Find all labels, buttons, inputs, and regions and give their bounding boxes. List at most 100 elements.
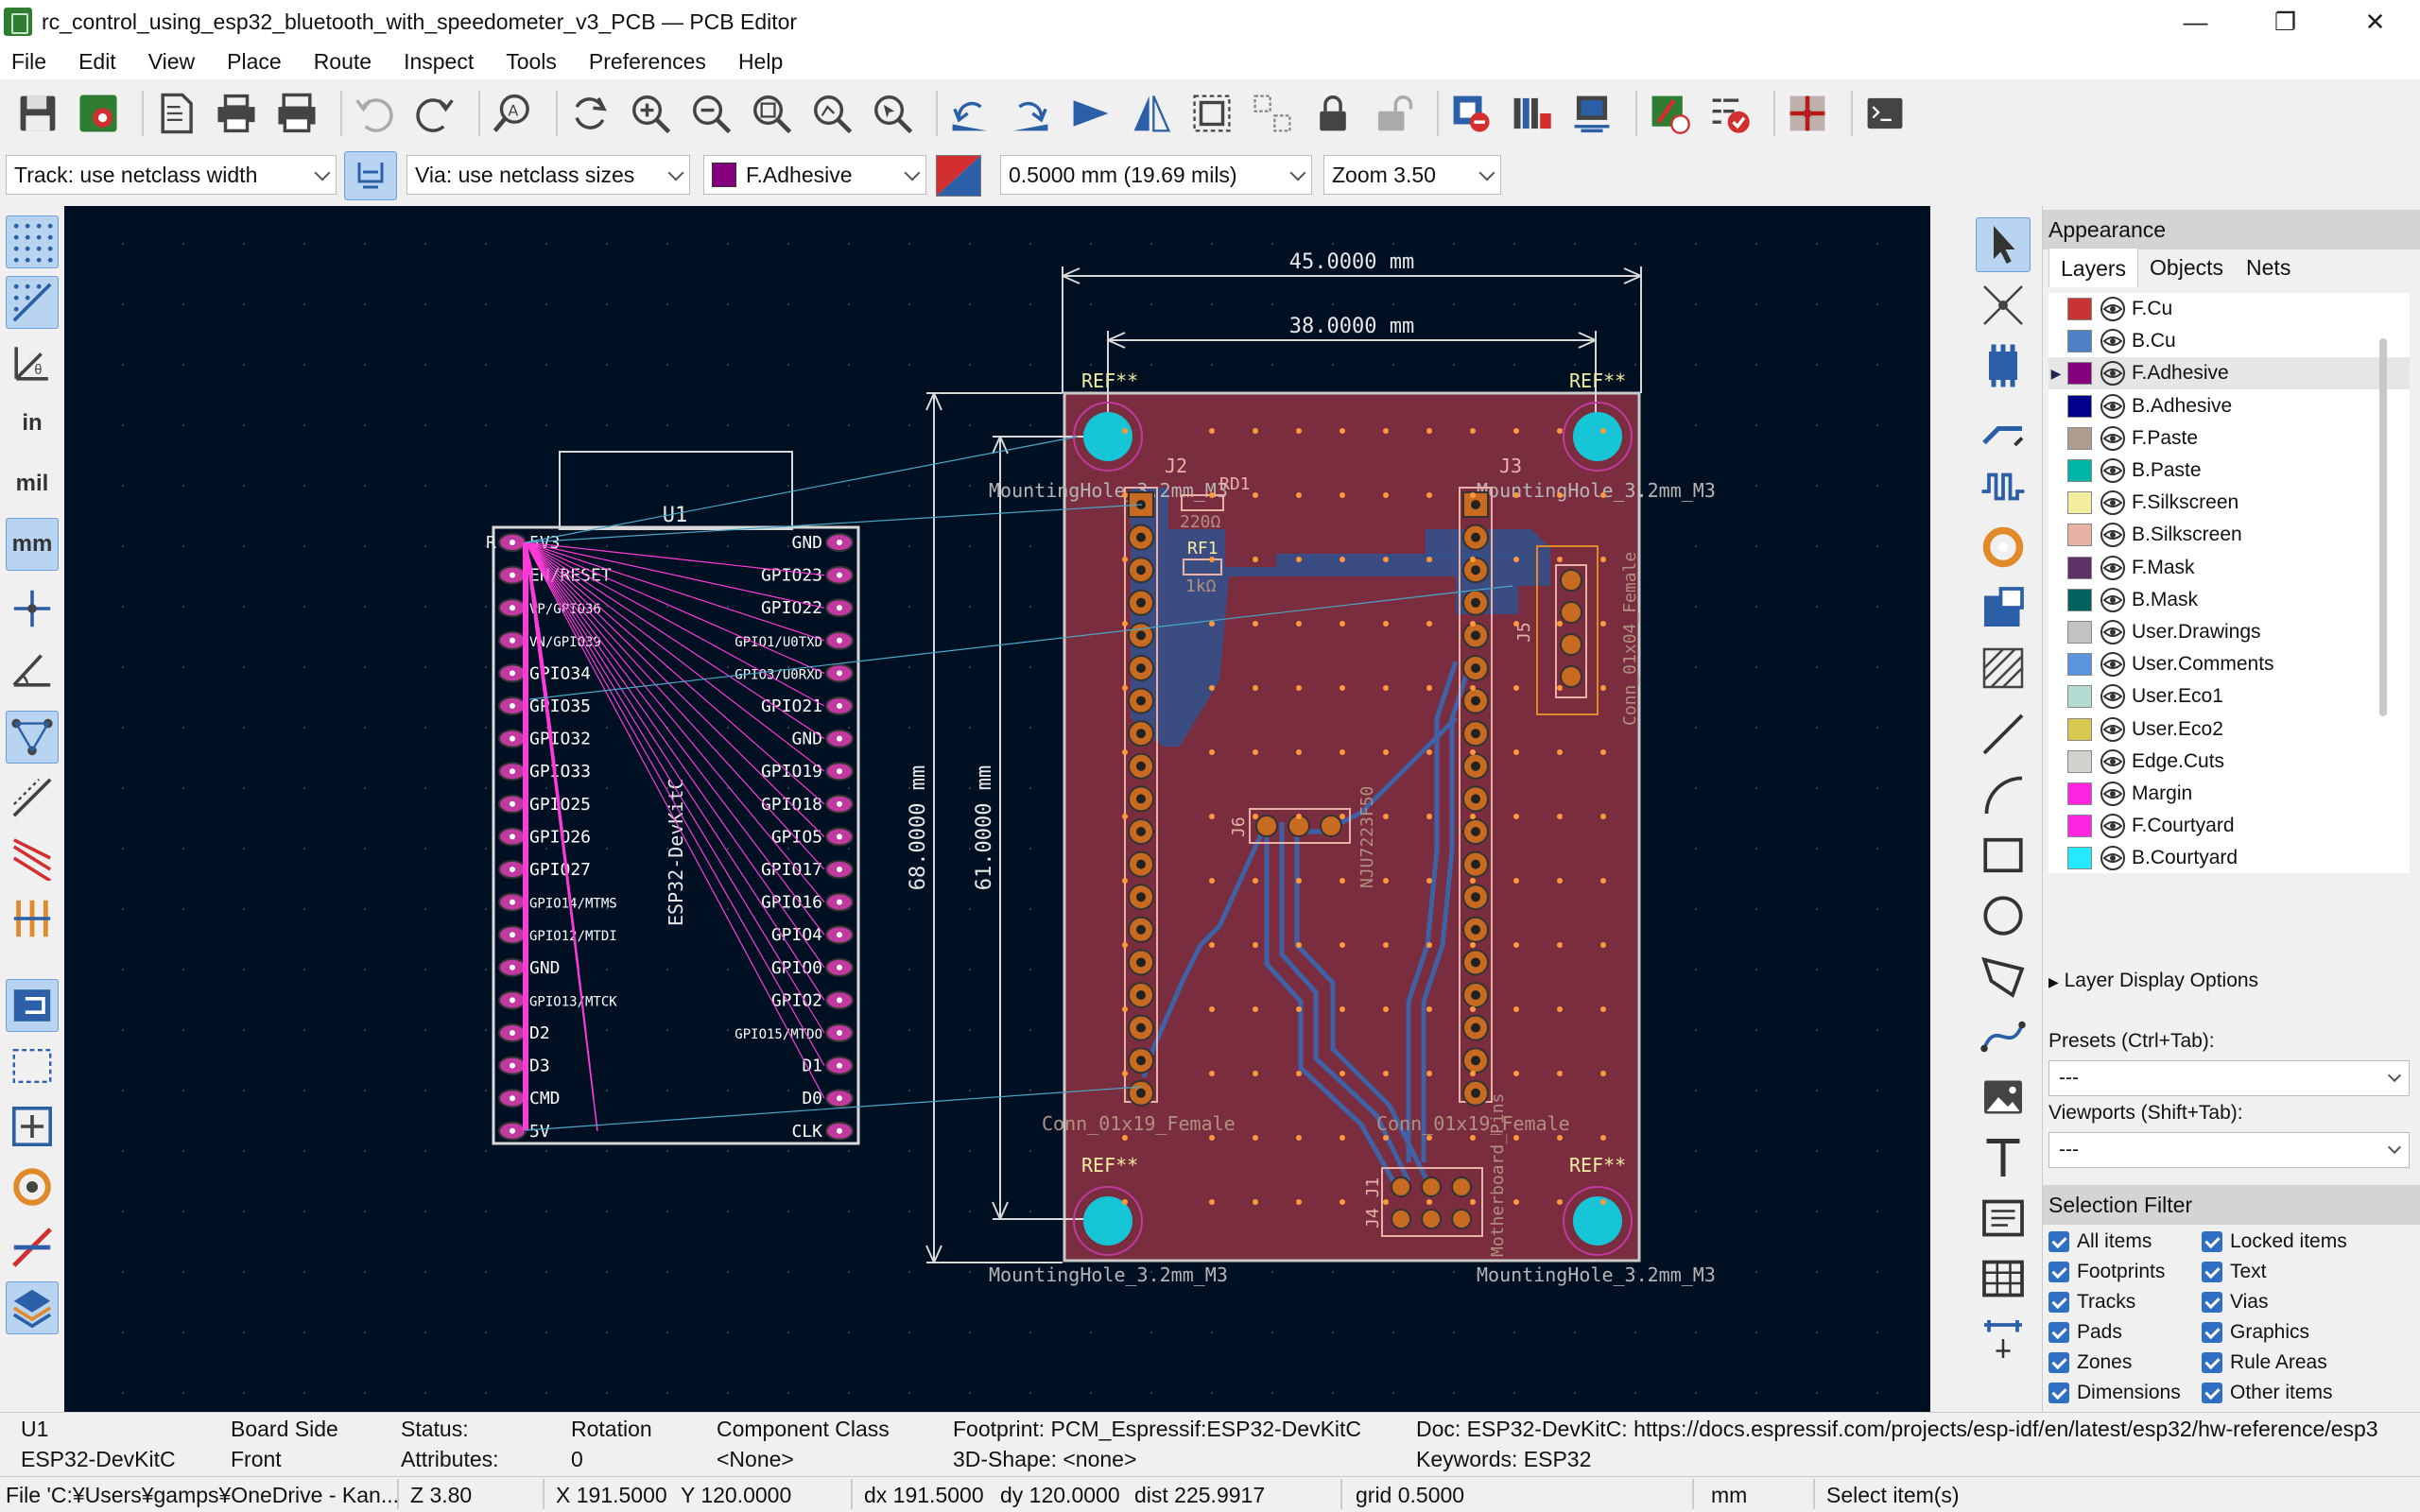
j5-outline[interactable] [1536,545,1599,715]
zoom-selection-icon[interactable] [868,89,917,138]
group-icon[interactable] [1187,89,1236,138]
j6-outline[interactable] [1249,808,1351,844]
layer-color-swatch[interactable] [2067,298,2092,320]
units-mils-button[interactable]: mil [6,457,59,510]
viewports-select[interactable]: --- [2048,1132,2410,1168]
layer-row[interactable]: B.Silkscreen [2048,519,2410,551]
eye-icon[interactable] [2100,716,2126,743]
show-tracks-icon[interactable] [6,892,59,945]
menu-help[interactable]: Help [737,48,784,74]
lock-icon[interactable] [1308,89,1357,138]
menu-tools[interactable]: Tools [506,48,557,74]
dimension-61-label[interactable]: 61.0000 mm [973,765,996,890]
interactive-router-icon[interactable] [1783,89,1832,138]
layer-row[interactable]: B.Adhesive [2048,390,2410,422]
eye-icon[interactable] [2100,296,2126,322]
save-icon[interactable] [13,89,62,138]
tab-nets[interactable]: Nets [2246,255,2291,280]
grid-overrides-icon[interactable] [6,276,59,329]
draw-circle-icon[interactable] [1976,888,2031,943]
find-icon[interactable]: A [488,89,537,138]
via-display-icon[interactable] [6,1160,59,1213]
mirror-vertical-icon[interactable] [1127,89,1176,138]
layer-color-swatch[interactable] [2067,394,2092,418]
filter-footprints[interactable]: Footprints [2048,1261,2165,1283]
via-size-select[interactable]: Via: use netclass sizes [406,155,690,195]
board-setup-icon[interactable] [74,89,123,138]
redo-icon[interactable] [410,89,459,138]
ungroup-icon[interactable] [1248,89,1297,138]
undo-icon[interactable] [350,89,399,138]
update-pcb-icon[interactable] [1446,89,1495,138]
eye-icon[interactable] [2100,360,2126,387]
layer-row[interactable]: F.Paste [2048,422,2410,455]
layer-color-swatch[interactable] [2067,426,2092,450]
angle-constraint-icon[interactable] [6,643,59,696]
filter-graphics[interactable]: Graphics [2202,1321,2309,1344]
layer-color-swatch[interactable] [2067,685,2092,709]
zoom-fit-icon[interactable] [747,89,796,138]
page-settings-icon[interactable] [151,89,200,138]
plot-icon[interactable] [272,89,321,138]
layer-color-swatch[interactable] [2067,459,2092,482]
eye-icon[interactable] [2100,845,2126,871]
footprint-editor-icon[interactable] [1567,89,1616,138]
eye-icon[interactable] [2100,490,2126,516]
draw-bezier-icon[interactable] [1976,1009,2031,1064]
presets-select[interactable]: --- [2048,1060,2410,1096]
eye-icon[interactable] [2100,587,2126,613]
j4-j1-outline[interactable] [1381,1167,1483,1237]
auto-track-width-button[interactable] [344,151,397,200]
draw-line-icon[interactable] [1976,707,2031,762]
unlock-icon[interactable] [1369,89,1418,138]
filter-all-items[interactable]: All items [2048,1230,2152,1253]
filter-locked-items[interactable]: Locked items [2202,1230,2347,1253]
dimension-38-label[interactable]: 38.0000 mm [1289,315,1414,338]
print-icon[interactable] [212,89,261,138]
zone-outline-icon[interactable] [6,1040,59,1092]
units-mm-button[interactable]: mm [6,518,59,571]
eye-icon[interactable] [2100,393,2126,420]
layer-color-swatch[interactable] [2067,782,2092,805]
maximize-button[interactable]: ❐ [2273,7,2297,36]
eye-icon[interactable] [2100,781,2126,807]
local-ratsnest-icon[interactable] [1976,278,2031,333]
grid-size-select[interactable]: 0.5000 mm (19.69 mils) [1000,155,1312,195]
add-dimension-icon[interactable] [1976,1312,2031,1366]
layer-pair-indicator[interactable] [936,155,981,197]
add-image-icon[interactable] [1976,1070,2031,1125]
add-textbox-icon[interactable] [1976,1191,2031,1246]
menu-inspect[interactable]: Inspect [404,48,475,74]
eye-icon[interactable] [2100,748,2126,775]
layer-color-swatch[interactable] [2067,621,2092,644]
tab-layers[interactable]: Layers [2048,248,2139,287]
scripting-console-icon[interactable] [1860,89,1910,138]
menu-file[interactable]: File [11,48,47,74]
ratsnest-icon[interactable] [6,711,59,764]
layer-row[interactable]: User.Eco1 [2048,680,2410,713]
active-layer-select[interactable]: F.Adhesive [703,155,926,195]
layer-row[interactable]: B.Paste [2048,455,2410,487]
layer-row[interactable]: F.Cu [2048,293,2410,325]
select-tool-icon[interactable] [1976,217,2031,272]
route-track-icon[interactable] [1976,399,2031,454]
layer-row[interactable]: Edge.Cuts [2048,746,2410,778]
layer-row[interactable]: B.Courtyard [2048,842,2410,873]
pad-display-icon[interactable] [6,1100,59,1153]
layer-color-swatch[interactable] [2067,588,2092,611]
rd1-outline[interactable] [1181,494,1224,511]
refresh-icon[interactable] [565,89,614,138]
layer-row[interactable]: B.Mask [2048,584,2410,616]
layer-color-swatch[interactable] [2067,491,2092,515]
zoom-out-icon[interactable] [686,89,735,138]
zone-fill-icon[interactable] [6,979,59,1032]
rotate-cw-icon[interactable] [1006,89,1055,138]
add-text-icon[interactable] [1976,1130,2031,1185]
mounting-hole-br[interactable] [1563,1186,1633,1256]
layer-row[interactable]: ▶F.Adhesive [2048,357,2410,390]
draw-polygon-icon[interactable] [1976,949,2031,1004]
layers-manager-icon[interactable] [6,1281,59,1334]
tune-length-icon[interactable] [1976,459,2031,514]
menu-edit[interactable]: Edit [78,48,116,74]
filter-tracks[interactable]: Tracks [2048,1291,2135,1314]
